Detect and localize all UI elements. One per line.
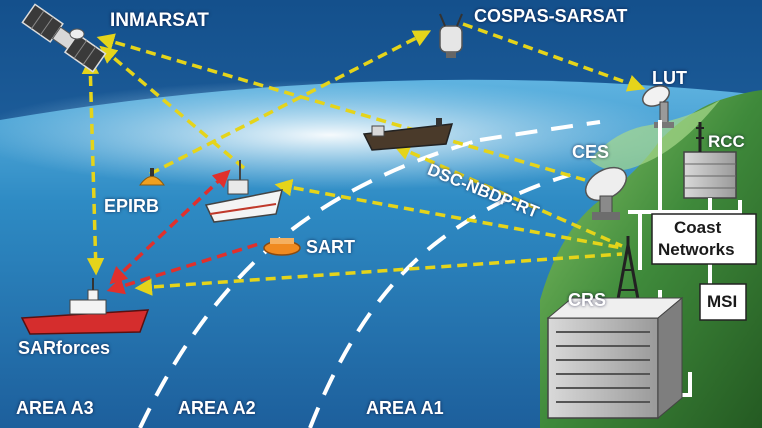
label-epirb: EPIRB [104,196,160,216]
coast-networks-box [651,213,757,265]
label-msi: MSI [707,292,738,311]
epirb-buoy-icon [139,168,165,186]
label-sarforces: SARforces [18,338,111,358]
boundary-a3-a2 [138,138,481,428]
link-epirb-cospas [149,30,432,176]
coast-highlight [590,100,720,171]
horizon-glow [0,80,690,190]
label-ces: CES [572,142,610,162]
label-area-a1: AREA A1 [366,398,444,418]
label-sart: SART [306,237,355,257]
distressed-ship-icon [204,160,284,223]
label-lut: LUT [652,68,687,88]
rcc-building-icon [683,122,737,199]
link-inmarsat-sarforces [81,56,105,276]
cargo-vessel-icon [362,118,454,151]
crs-building-icon [546,296,684,420]
ces-dish-icon [584,166,628,220]
link-ship-crs [274,178,623,250]
label-inmarsat: INMARSAT [110,10,209,31]
lut-dish-icon [642,85,674,128]
link-sarforces-ship-red [109,169,231,285]
label-crs: CRS [568,290,607,310]
sart-liferaft-icon [263,238,301,256]
cospas-sarsat-satellite-icon [439,13,463,58]
msi-box [699,283,747,321]
label-cospas-sarsat: COSPAS-SARSAT [474,6,628,26]
link-sarforces-sart-red [106,241,263,295]
boundary-far [479,120,601,142]
link-vessel-crs [392,143,623,248]
label-rcc: RCC [708,132,745,151]
link-inmarsat-ces [96,33,586,182]
boundary-a2-a1 [308,173,571,428]
crs-radio-tower-icon [614,236,642,311]
sarforces-vessel-icon [20,278,150,335]
inmarsat-satellite-icon [21,3,107,73]
label-area-a3: AREA A3 [16,398,94,418]
label-coast-networks-line1: Coast [674,218,722,237]
label-coast-networks-line2: Networks [658,240,735,259]
label-area-a2: AREA A2 [178,398,256,418]
